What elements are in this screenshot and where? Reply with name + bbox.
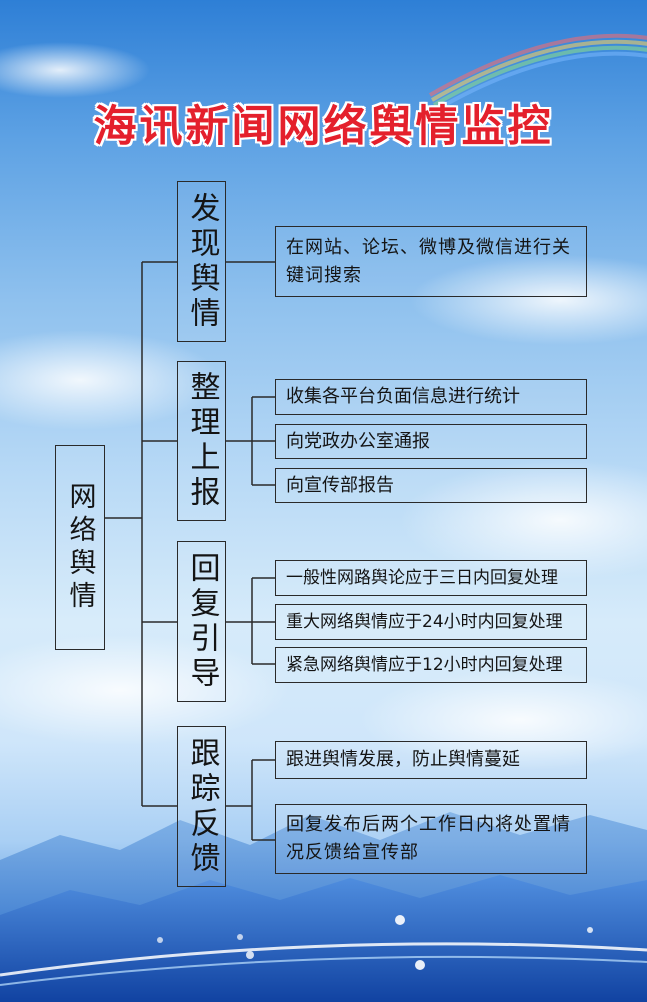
category-label: 跟踪反馈 [184, 736, 220, 877]
rainbow-arc [429, 33, 647, 112]
item-box: 回复发布后两个工作日内将处置情况反馈给宣传部 [275, 804, 587, 874]
cloud [0, 635, 290, 745]
item-box: 收集各平台负面信息进行统计 [275, 379, 587, 415]
light-swoosh [0, 955, 647, 986]
light-swoosh [0, 942, 647, 977]
sparkles [157, 915, 593, 970]
category-label: 整理上报 [184, 371, 220, 511]
category-label: 发现舆情 [184, 191, 220, 332]
item-box: 在网站、论坛、微博及微信进行关键词搜索 [275, 226, 587, 297]
item-text: 一般性网路舆论应于三日内回复处理 [286, 567, 558, 588]
root-node: 网络舆情 [55, 445, 105, 650]
item-text: 重大网络舆情应于24小时内回复处理 [286, 611, 563, 632]
category-node-track-feedback: 跟踪反馈 [177, 726, 226, 887]
item-text: 紧急网络舆情应于12小时内回复处理 [286, 654, 563, 675]
item-box: 重大网络舆情应于24小时内回复处理 [275, 604, 587, 640]
item-text: 向宣传部报告 [286, 474, 394, 496]
item-text: 收集各平台负面信息进行统计 [286, 386, 520, 408]
item-box: 紧急网络舆情应于12小时内回复处理 [275, 647, 587, 683]
cloud [0, 330, 220, 430]
category-node-organize-report: 整理上报 [177, 361, 226, 521]
cloud [400, 460, 647, 580]
item-text: 跟进舆情发展，防止舆情蔓延 [286, 749, 520, 771]
category-node-respond-guide: 回复引导 [177, 541, 226, 702]
root-label: 网络舆情 [64, 481, 96, 614]
category-label: 回复引导 [184, 551, 220, 692]
item-box: 一般性网路舆论应于三日内回复处理 [275, 560, 587, 596]
item-text: 在网站、论坛、微博及微信进行关键词搜索 [286, 236, 571, 286]
cloud [0, 42, 150, 98]
cloud [410, 255, 647, 345]
category-node-discover: 发现舆情 [177, 181, 226, 342]
item-box: 向宣传部报告 [275, 468, 587, 503]
item-box: 向党政办公室通报 [275, 424, 587, 459]
page-title: 海讯新闻网络舆情监控 [93, 102, 554, 152]
cloud [360, 670, 647, 770]
item-text: 向党政办公室通报 [286, 430, 430, 452]
item-text: 回复发布后两个工作日内将处置情况反馈给宣传部 [286, 814, 571, 863]
item-box: 跟进舆情发展，防止舆情蔓延 [275, 741, 587, 779]
mountain-range [0, 875, 647, 1002]
